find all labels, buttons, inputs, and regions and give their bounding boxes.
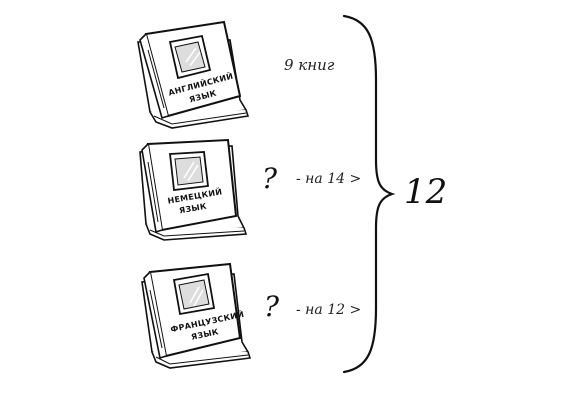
book-french: Французский язык [136,256,266,376]
book-german-icon [139,138,248,241]
german-relation-label: - на 14 > [296,171,362,187]
book-english: Английский язык [128,12,258,132]
book-french-icon [141,262,252,369]
book-german: Немецкий язык [132,132,262,252]
french-relation-label: - на 12 > [296,302,362,318]
total-value: 12 [404,172,448,212]
english-count-label: 9 книг [284,56,335,74]
german-question-mark: ? [262,162,278,195]
curly-brace-icon [342,14,396,374]
book-english-icon [137,20,250,129]
french-question-mark: ? [264,290,280,323]
